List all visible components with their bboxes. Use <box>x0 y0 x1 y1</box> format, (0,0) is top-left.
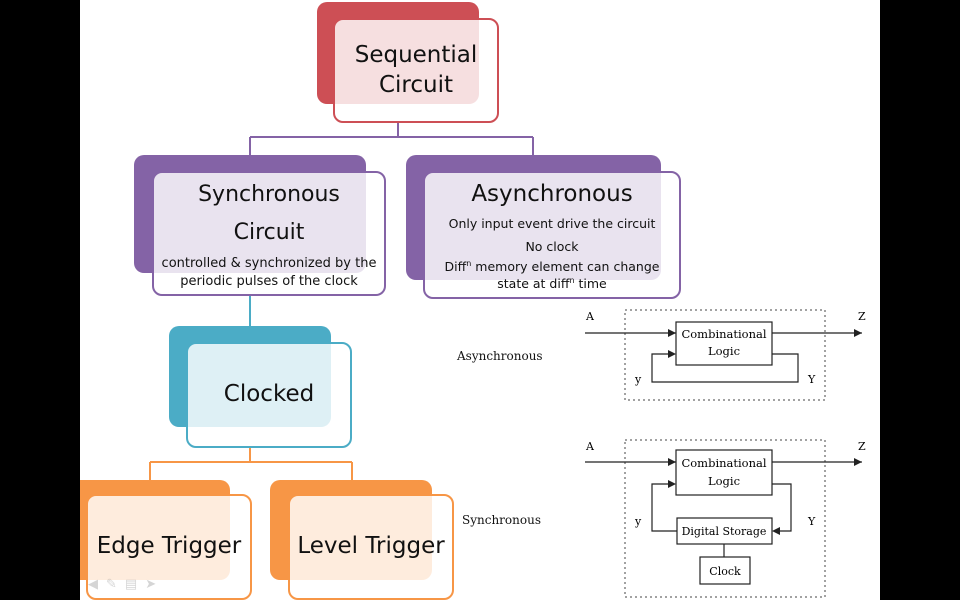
slideshow-controls: ◀ ✎ ▤ ➤ <box>88 577 156 592</box>
sync-output-label: Z <box>858 440 866 453</box>
connector-lines: Combinational Logic A Z y Y Combinationa… <box>149 123 866 598</box>
pen-icon[interactable]: ✎ <box>106 577 117 592</box>
async-side-label: Asynchronous <box>457 349 543 363</box>
clocked-title: Clocked <box>223 381 315 408</box>
clocked-node: Clocked <box>186 342 352 448</box>
synchronous-title-line2: Circuit <box>233 220 305 246</box>
slide: Combinational Logic A Z y Y Combinationa… <box>80 0 880 600</box>
async-input-label: A <box>585 310 595 323</box>
async-feedback-out-label: Y <box>807 373 816 386</box>
sequential-node: Sequential Circuit <box>333 18 499 123</box>
synchronous-title-line1: Synchronous <box>198 181 340 207</box>
next-icon[interactable]: ➤ <box>145 577 157 592</box>
asynchronous-line3: Diffn memory element can change <box>444 258 660 274</box>
connector-clocked-triggers <box>149 448 353 481</box>
sync-input-label: A <box>585 440 595 453</box>
edge-node: Edge Trigger <box>86 494 252 600</box>
asynchronous-line2: No clock <box>525 238 579 254</box>
asynchronous-line4: state at diffn time <box>497 276 607 292</box>
sync-side-label: Synchronous <box>462 513 541 527</box>
level-node: Level Trigger <box>288 494 454 600</box>
level-title: Level Trigger <box>297 533 445 560</box>
sync-feedback-in-label: y <box>634 515 642 528</box>
sync-storage-label: Digital Storage <box>682 525 767 538</box>
edge-title: Edge Trigger <box>96 533 242 560</box>
play-icon[interactable]: ◀ <box>88 577 98 592</box>
synchronous-desc: controlled & synchronized by the periodi… <box>161 255 377 289</box>
sync-clock-label: Clock <box>709 565 741 578</box>
async-circuit-figure: Combinational Logic A Z y Y <box>585 309 866 401</box>
asynchronous-line1: Only input event drive the circuit <box>448 215 656 231</box>
async-block-line2: Logic <box>708 344 740 358</box>
asynchronous-title: Asynchronous <box>471 181 633 207</box>
asynchronous-node: Asynchronous Only input event drive the … <box>423 171 681 299</box>
async-feedback-in-label: y <box>634 373 642 386</box>
sync-circuit-figure: Combinational Logic Digital Storage Cloc… <box>585 439 866 598</box>
async-output-label: Z <box>858 310 866 323</box>
async-block-line1: Combinational <box>681 327 766 341</box>
synchronous-node: Synchronous Circuit controlled & synchro… <box>152 171 386 296</box>
sync-feedback-out-label: Y <box>807 515 816 528</box>
menu-icon[interactable]: ▤ <box>124 577 138 592</box>
sequential-title: Sequential Circuit <box>354 41 478 98</box>
sync-block-line1: Combinational <box>681 456 766 470</box>
sync-block-line2: Logic <box>708 474 740 488</box>
connector-root <box>249 123 534 156</box>
